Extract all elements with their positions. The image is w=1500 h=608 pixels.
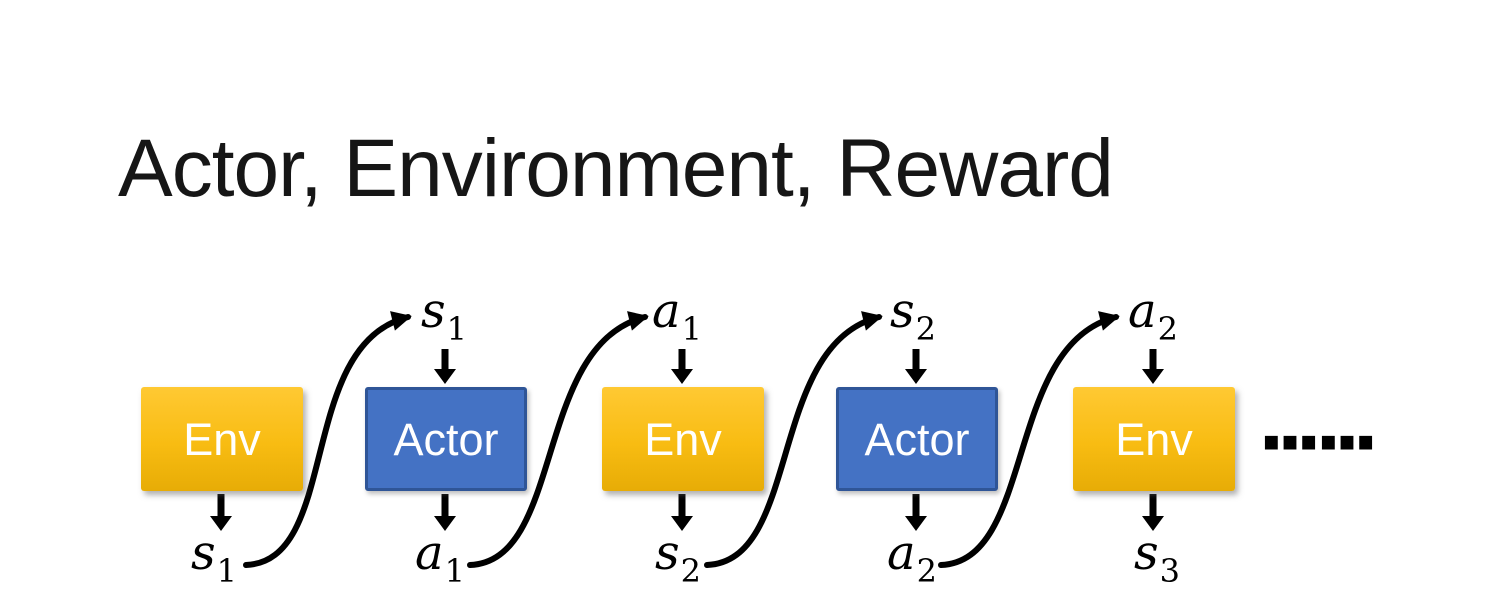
label-a1-top-base: a bbox=[652, 283, 681, 339]
down-arrow-env2-out-icon bbox=[671, 494, 693, 531]
label-s2-top-sub: 2 bbox=[915, 310, 936, 348]
down-arrow-env3-out-icon bbox=[1142, 494, 1164, 531]
label-a1-bottom-base: a bbox=[415, 525, 444, 581]
label-s1-top-sub: 1 bbox=[446, 310, 467, 348]
env-box-3-label: Env bbox=[1115, 413, 1193, 465]
label-s1-bottom-base: s bbox=[191, 525, 216, 581]
actor-box-2-label: Actor bbox=[864, 413, 970, 465]
down-arrow-s1-to-actor-icon bbox=[434, 349, 456, 384]
label-s1-top: s1 bbox=[421, 287, 467, 345]
env-box-1: Env bbox=[141, 387, 303, 491]
down-arrow-a2-to-env-icon bbox=[1142, 349, 1164, 384]
curved-arrow-a1-icon bbox=[467, 311, 649, 568]
label-a2-top: a2 bbox=[1128, 287, 1178, 345]
label-s2-bottom: s2 bbox=[655, 529, 701, 587]
env-box-3: Env bbox=[1073, 387, 1235, 491]
slide-title: Actor, Environment, Reward bbox=[118, 123, 1114, 214]
label-a2-bottom: a2 bbox=[887, 529, 937, 587]
label-s2-top-base: s bbox=[890, 283, 915, 339]
actor-box-1: Actor bbox=[365, 387, 527, 491]
label-s1-top-base: s bbox=[421, 283, 446, 339]
actor-box-2: Actor bbox=[836, 387, 998, 491]
label-a2-bottom-base: a bbox=[887, 525, 916, 581]
curved-arrow-s1-icon bbox=[243, 311, 412, 568]
down-arrow-actor2-out-icon bbox=[905, 494, 927, 531]
label-s3-bottom-sub: 3 bbox=[1159, 552, 1180, 590]
label-a2-top-sub: 2 bbox=[1157, 310, 1178, 348]
down-arrow-actor1-out-icon bbox=[434, 494, 456, 531]
down-arrow-a1-to-env-icon bbox=[671, 349, 693, 384]
curved-arrow-a2-icon bbox=[938, 311, 1120, 568]
label-s1-bottom: s1 bbox=[191, 529, 237, 587]
label-a1-top-sub: 1 bbox=[681, 310, 702, 348]
ellipsis-dots: …… bbox=[1261, 397, 1377, 462]
label-s2-top: s2 bbox=[890, 287, 936, 345]
actor-box-1-label: Actor bbox=[393, 413, 499, 465]
label-s1-bottom-sub: 1 bbox=[216, 552, 237, 590]
label-a1-top: a1 bbox=[652, 287, 702, 345]
label-s3-bottom-base: s bbox=[1134, 525, 1159, 581]
label-s3-bottom: s3 bbox=[1134, 529, 1180, 587]
env-box-1-label: Env bbox=[183, 413, 261, 465]
label-a2-bottom-sub: 2 bbox=[916, 552, 937, 590]
env-box-2-label: Env bbox=[644, 413, 722, 465]
label-a1-bottom-sub: 1 bbox=[444, 552, 465, 590]
label-a1-bottom: a1 bbox=[415, 529, 465, 587]
env-box-2: Env bbox=[602, 387, 764, 491]
label-s2-bottom-sub: 2 bbox=[680, 552, 701, 590]
down-arrow-s2-to-actor-icon bbox=[905, 349, 927, 384]
label-s2-bottom-base: s bbox=[655, 525, 680, 581]
down-arrow-env1-out-icon bbox=[210, 494, 232, 531]
label-a2-top-base: a bbox=[1128, 283, 1157, 339]
curved-arrow-s2-icon bbox=[704, 311, 883, 568]
